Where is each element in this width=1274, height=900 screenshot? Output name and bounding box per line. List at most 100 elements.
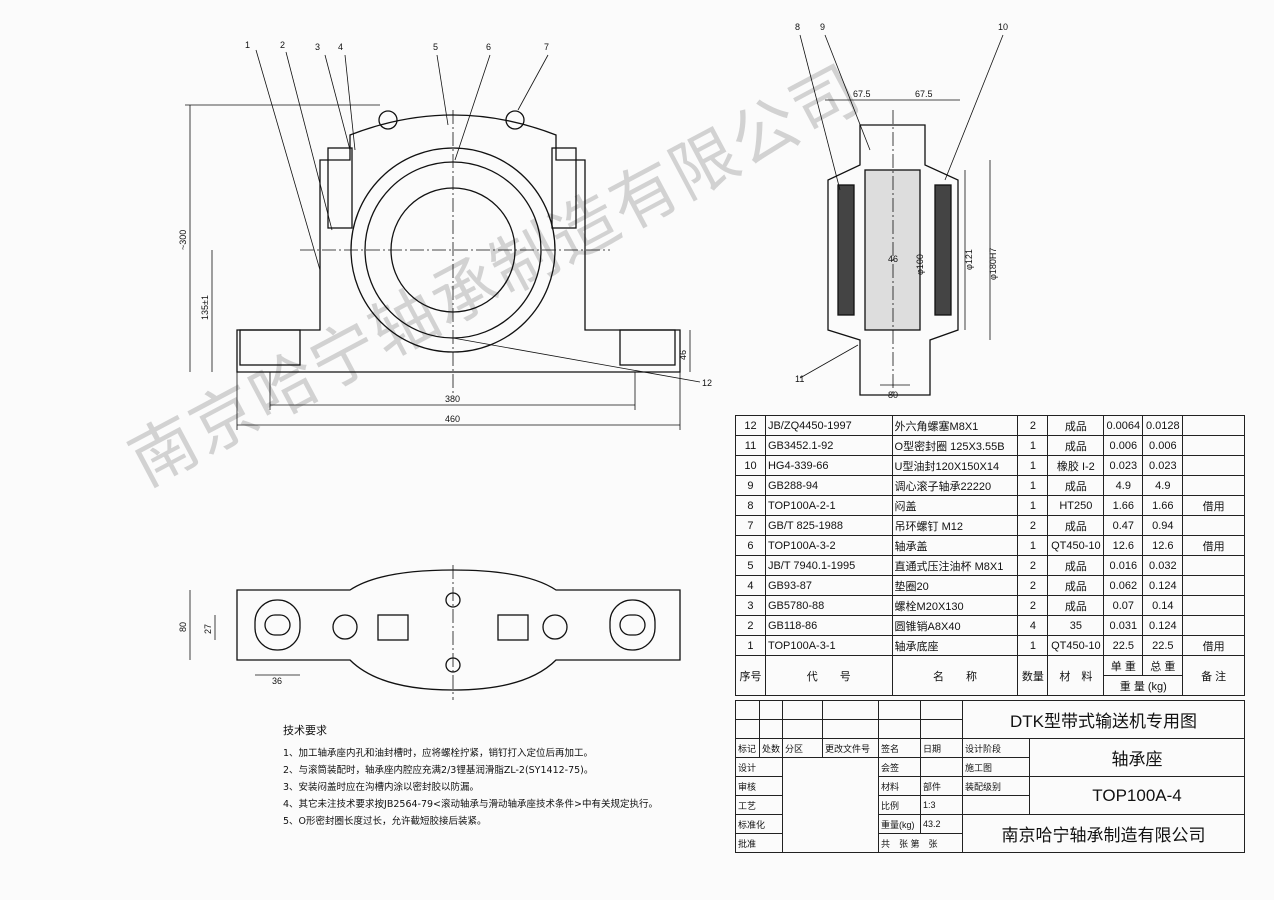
- leader-7: 7: [544, 42, 549, 52]
- header-no: 序号: [735, 655, 766, 696]
- cell-material: QT450-10: [1047, 535, 1105, 556]
- cell-qty: 1: [1017, 535, 1049, 556]
- cell-qty: 2: [1017, 515, 1049, 536]
- cell-note: [1182, 515, 1245, 536]
- label-change-doc: 更改文件号: [822, 738, 880, 758]
- cell-material: 成品: [1047, 435, 1105, 456]
- tech-requirements: 技术要求 1、加工轴承座内孔和油封槽时，应将螺栓拧紧，销钉打入定位后再加工。 2…: [283, 722, 658, 830]
- cell-note: [1182, 435, 1245, 456]
- cell-name: 吊环螺钉 M12: [891, 515, 1019, 536]
- cell-no: 7: [735, 515, 766, 536]
- label-review: 审核: [734, 776, 784, 796]
- cell-qty: 2: [1017, 555, 1049, 576]
- dim-half-right: 67.5: [915, 89, 933, 99]
- cell-name: 闷盖: [891, 495, 1019, 516]
- dim-base-width: 80: [888, 390, 898, 400]
- cell-no: 2: [735, 615, 766, 636]
- cell-qty: 1: [1017, 435, 1049, 456]
- cell-qty: 2: [1017, 595, 1049, 616]
- title-block: DTK型带式输送机专用图 标记处数分区更改文件号签名日期设计阶段轴承座 设计会签…: [734, 700, 1245, 853]
- cell-unit: 0.062: [1103, 575, 1144, 596]
- label-standard: 标准化: [734, 814, 784, 834]
- cell-code: GB5780-88: [764, 595, 893, 616]
- dim-bore: φ100: [915, 254, 925, 275]
- cell-code: GB3452.1-92: [764, 435, 893, 456]
- header-material: 材 料: [1047, 655, 1105, 696]
- cell-code: GB288-94: [764, 475, 893, 496]
- cell-unit: 0.47: [1103, 515, 1144, 536]
- cell-code: JB/ZQ4450-1997: [764, 415, 893, 436]
- leader-8: 8: [795, 22, 800, 32]
- leader-10: 10: [998, 22, 1008, 32]
- label-count: 处数: [758, 738, 784, 758]
- cell-code: GB/T 825-1988: [764, 515, 893, 536]
- dim-center-height: 135±1: [200, 295, 210, 320]
- cell-name: 调心滚子轴承22220: [891, 475, 1019, 496]
- label-assembly-level: 装配级别: [962, 776, 1031, 796]
- label-sheets: 共 张 第 张: [878, 833, 964, 853]
- leader-12: 12: [702, 378, 712, 388]
- cell-code: TOP100A-3-2: [764, 535, 893, 556]
- cell-material: 成品: [1047, 575, 1105, 596]
- cell-no: 9: [735, 475, 766, 496]
- dim-length: 460: [445, 414, 460, 424]
- cell-total: 1.66: [1142, 495, 1184, 516]
- cell-total: 0.0128: [1142, 415, 1184, 436]
- cell-qty: 1: [1017, 635, 1049, 656]
- cell-total: 0.124: [1142, 615, 1184, 636]
- cell-no: 6: [735, 535, 766, 556]
- cell-qty: 4: [1017, 615, 1049, 636]
- cell-unit: 0.07: [1103, 595, 1144, 616]
- label-stage: 设计阶段: [962, 738, 1031, 758]
- cell-note: [1182, 575, 1245, 596]
- dim-bolt-span: 380: [445, 394, 460, 404]
- label-material: 材料: [878, 776, 922, 796]
- dim-half-left: 67.5: [853, 89, 871, 99]
- cell-no: 3: [735, 595, 766, 616]
- cell-note: [1182, 415, 1245, 436]
- cell-name: U型油封120X150X14: [891, 455, 1019, 476]
- drawing-title: DTK型带式输送机专用图: [962, 700, 1245, 739]
- leader-11: 11: [795, 374, 804, 384]
- cell-material: 成品: [1047, 595, 1105, 616]
- cell-code: HG4-339-66: [764, 455, 893, 476]
- cell-material: 成品: [1047, 415, 1105, 436]
- value-material: 部件: [920, 776, 964, 796]
- cell-code: GB118-86: [764, 615, 893, 636]
- cell-total: 12.6: [1142, 535, 1184, 556]
- dim-base-height: 46: [678, 350, 688, 360]
- cell-no: 5: [735, 555, 766, 576]
- cell-total: 0.94: [1142, 515, 1184, 536]
- cell-no: 10: [735, 455, 766, 476]
- cell-note: [1182, 555, 1245, 576]
- cell-unit: 0.031: [1103, 615, 1144, 636]
- cell-code: JB/T 7940.1-1995: [764, 555, 893, 576]
- cell-total: 0.032: [1142, 555, 1184, 576]
- cell-material: 成品: [1047, 475, 1105, 496]
- cell-no: 8: [735, 495, 766, 516]
- cell-material: QT450-10: [1047, 635, 1105, 656]
- label-design: 设计: [734, 757, 784, 777]
- cell-name: 外六角螺塞M8X1: [891, 415, 1019, 436]
- side-view: [799, 34, 1004, 396]
- cell-note: [1182, 615, 1245, 636]
- cell-note: 借用: [1182, 635, 1245, 656]
- cell-code: TOP100A-2-1: [764, 495, 893, 516]
- cell-unit: 22.5: [1103, 635, 1144, 656]
- header-code: 代 号: [764, 655, 893, 696]
- cell-note: [1182, 595, 1245, 616]
- label-approve: 批准: [734, 833, 784, 853]
- tech-item: 3、安装闷盖时应在沟槽内涂以密封胶以防漏。: [283, 782, 480, 793]
- cell-no: 12: [735, 415, 766, 436]
- leader-2: 2: [280, 40, 285, 50]
- leader-5: 5: [433, 42, 438, 52]
- cell-total: 4.9: [1142, 475, 1184, 496]
